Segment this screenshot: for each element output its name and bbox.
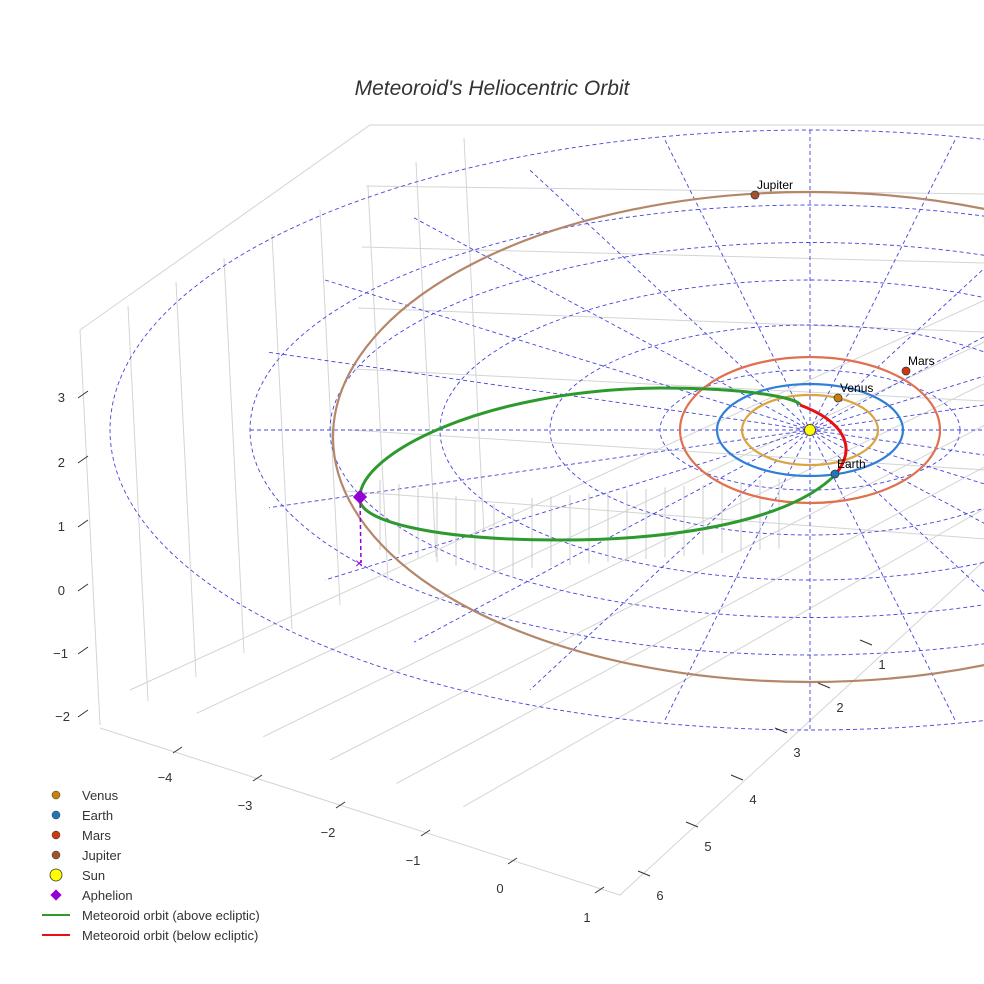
legend-label[interactable]: Jupiter <box>82 848 122 863</box>
z-tick <box>77 583 89 592</box>
z-tick <box>77 709 89 718</box>
grid-line <box>329 424 984 761</box>
x-tick <box>507 857 518 865</box>
grid-line <box>99 560 984 896</box>
grid-line <box>365 185 984 195</box>
planet-venus[interactable] <box>833 393 843 403</box>
y-tick <box>774 727 788 734</box>
planet-label: Earth <box>837 457 866 471</box>
z-tick-label: 0 <box>58 583 65 598</box>
x-tick-label: −3 <box>238 798 253 813</box>
planet-label: Mars <box>908 354 935 368</box>
sun-marker[interactable] <box>804 424 816 436</box>
orbit-drop-lines <box>379 478 780 578</box>
legend-marker <box>51 790 61 800</box>
meteoroid-orbit-above[interactable] <box>358 386 837 542</box>
grid-line <box>129 299 984 691</box>
legend-label[interactable]: Meteoroid orbit (below ecliptic) <box>82 928 258 943</box>
y-tick <box>817 682 831 689</box>
grid-line <box>349 429 984 471</box>
legend-marker <box>49 868 63 882</box>
grid-line <box>319 209 341 606</box>
z-tick-label: −2 <box>55 709 70 724</box>
z-tick <box>77 455 89 464</box>
legend-label[interactable]: Sun <box>82 868 105 883</box>
planet-label: Jupiter <box>757 178 793 192</box>
legend-label[interactable]: Venus <box>82 788 119 803</box>
x-tick-label: −1 <box>406 853 421 868</box>
x-tick <box>420 829 431 837</box>
x-tick <box>335 801 346 809</box>
z-tick <box>77 390 89 399</box>
z-tick <box>77 646 89 655</box>
orbit-venus <box>740 393 880 467</box>
y-tick <box>859 639 873 646</box>
legend-label[interactable]: Mars <box>82 828 111 843</box>
grid-line <box>271 233 293 630</box>
meteoroid-orbit-below[interactable] <box>799 403 848 476</box>
legend-marker <box>51 850 61 860</box>
orbit-jupiter <box>332 190 984 684</box>
x-tick <box>172 746 183 754</box>
x-tick <box>594 886 605 894</box>
z-tick-label: 2 <box>58 455 65 470</box>
grid-line <box>127 305 149 702</box>
x-tick-label: 0 <box>496 881 503 896</box>
grid-line <box>175 281 197 678</box>
grid-line <box>463 137 485 534</box>
legend-label[interactable]: Aphelion <box>82 888 133 903</box>
grid-line <box>396 466 984 784</box>
grid-line <box>223 257 245 654</box>
chart-title: Meteoroid's Heliocentric Orbit <box>355 77 631 100</box>
grid-line <box>263 383 984 738</box>
y-tick-label: 4 <box>749 792 756 807</box>
y-tick-label: 2 <box>836 700 843 715</box>
legend-label[interactable]: Earth <box>82 808 113 823</box>
grid-line <box>361 246 984 264</box>
aphelion-marker[interactable] <box>352 489 368 505</box>
y-tick-label: 5 <box>704 839 711 854</box>
orbit-earth <box>715 382 905 478</box>
planet-jupiter[interactable] <box>750 190 760 200</box>
legend-marker <box>51 830 61 840</box>
grid-line <box>79 329 101 726</box>
y-tick-label: 1 <box>878 657 885 672</box>
x-tick <box>252 774 263 782</box>
ecliptic-circle <box>549 324 984 536</box>
x-tick-label: −4 <box>158 770 173 785</box>
legend: VenusEarthMarsJupiterSunAphelionMeteoroi… <box>42 788 260 943</box>
y-tick <box>685 821 699 828</box>
z-tick-label: 1 <box>58 519 65 534</box>
y-tick-label: 6 <box>656 888 663 903</box>
aphelion-projection-marker: × <box>355 555 363 571</box>
legend-label[interactable]: Meteoroid orbit (above ecliptic) <box>82 908 260 923</box>
z-tick-label: −1 <box>53 646 68 661</box>
grid-line <box>353 368 984 402</box>
x-tick-label: −2 <box>321 825 336 840</box>
grid-line <box>357 307 984 333</box>
z-tick <box>77 519 89 528</box>
grid-line <box>415 161 437 558</box>
planet-orbits <box>332 190 984 684</box>
y-tick <box>730 774 744 781</box>
legend-marker <box>51 810 61 820</box>
planet-label: Venus <box>840 381 873 395</box>
planet-earth[interactable] <box>830 469 840 479</box>
planet-mars[interactable] <box>901 366 911 376</box>
grid-line <box>196 341 984 714</box>
y-tick-label: 3 <box>793 745 800 760</box>
ecliptic-grid <box>109 129 984 731</box>
grid-line <box>463 508 984 808</box>
x-tick-label: 1 <box>583 910 590 925</box>
orbit-mars <box>678 355 942 505</box>
legend-marker <box>50 889 62 901</box>
z-tick-label: 3 <box>58 390 65 405</box>
aphelion-drop-line <box>359 496 362 564</box>
y-tick <box>637 870 651 877</box>
grid-line <box>79 124 984 331</box>
grid-line <box>367 185 389 582</box>
